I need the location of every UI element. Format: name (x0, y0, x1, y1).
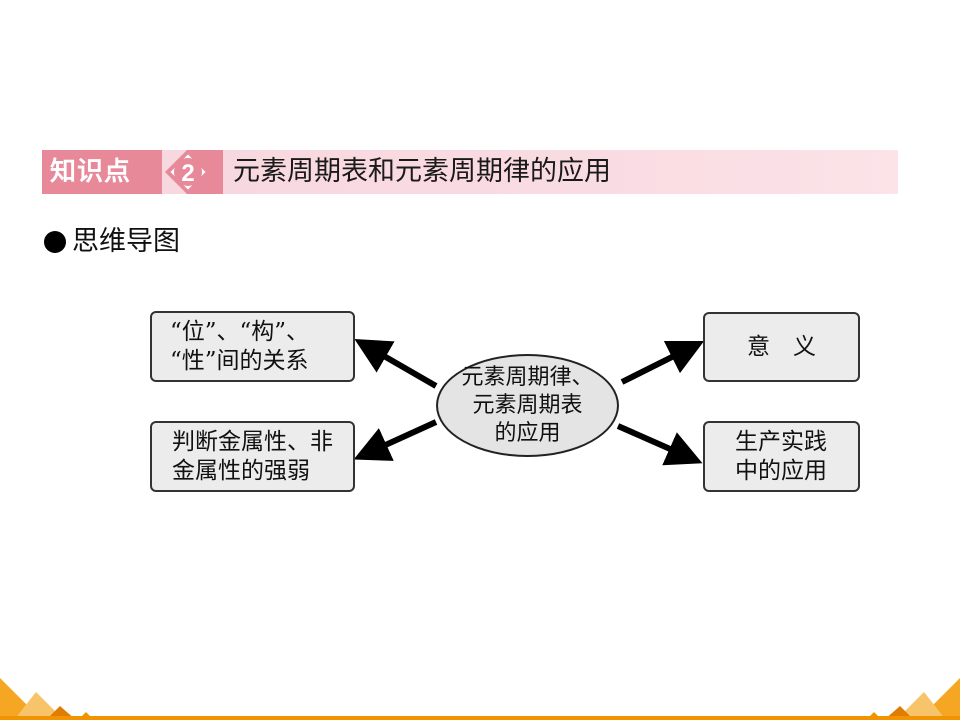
center-text-line: 的应用 (494, 421, 561, 446)
node-position-structure-property: “位”、“构”、 “性”间的关系 (150, 311, 355, 382)
bottom-accent-line (0, 716, 960, 720)
badge-number: 2 (181, 160, 194, 187)
node-significance: 意 义 (703, 312, 860, 382)
node-text-line: “性”间的关系 (170, 348, 309, 374)
node-text-line: 生产实践 (735, 429, 827, 455)
bullet-icon (44, 231, 66, 253)
arrow-to-bottom-right (616, 423, 703, 466)
node-text-line: “位”、“构”、 (170, 319, 310, 345)
corner-decoration-right-icon (866, 678, 960, 720)
number-badge-icon: 2 (165, 150, 223, 194)
node-text-line: 金属性的强弱 (172, 458, 310, 484)
corner-decoration-left-icon (0, 678, 94, 720)
arrow-to-bottom-left (353, 419, 438, 461)
center-node: 元素周期律、 元素周期表 的应用 (436, 354, 619, 457)
node-metallicity-strength: 判断金属性、非 金属性的强弱 (150, 421, 355, 492)
node-text-line: 意 义 (747, 334, 816, 360)
mind-map-heading-text: 思维导图 (72, 226, 180, 257)
node-text-line: 中的应用 (735, 458, 827, 484)
arrow-to-top-left (354, 339, 438, 389)
node-production-application: 生产实践 中的应用 (703, 421, 860, 492)
section-title: 元素周期表和元素周期律的应用 (233, 156, 611, 187)
center-text-line: 元素周期表 (472, 393, 583, 418)
arrow-to-top-right (620, 340, 705, 385)
node-text-line: 判断金属性、非 (172, 429, 333, 455)
mind-map-heading: 思维导图 (44, 222, 180, 262)
center-text-line: 元素周期律、 (461, 365, 594, 390)
knowledge-point-tag: 知识点 (42, 150, 162, 194)
